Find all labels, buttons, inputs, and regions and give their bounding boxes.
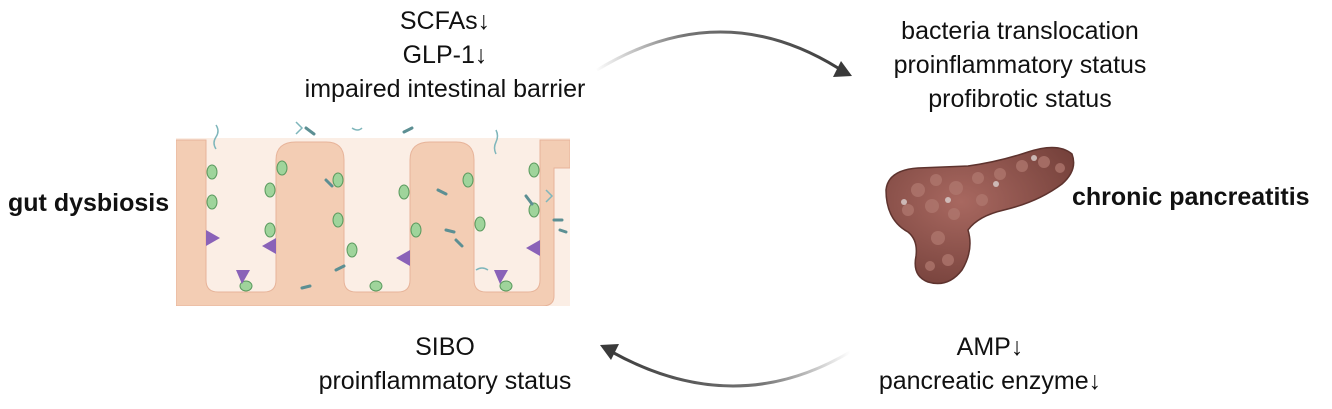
gut-dysbiosis-label: gut dysbiosis xyxy=(8,189,170,217)
arrowhead-top-icon xyxy=(833,61,852,77)
text-line: profibrotic status xyxy=(928,85,1112,113)
arrowhead-bottom-icon xyxy=(600,344,619,360)
text-line: SIBO xyxy=(415,333,475,361)
text-line: proinflammatory status xyxy=(893,51,1147,79)
text-line: GLP-1↓ xyxy=(402,41,488,69)
pancreas-consequence-text: AMP↓ pancreatic enzyme↓ xyxy=(840,330,1140,398)
text-line: proinflammatory status xyxy=(318,367,572,395)
arrow-gut-to-pancreas xyxy=(596,30,839,72)
chronic-pancreatitis-label: chronic pancreatitis xyxy=(1072,183,1310,211)
pancreas-illustration-icon xyxy=(885,146,1075,285)
gut-villi-illustration-icon xyxy=(176,121,570,306)
gut-effects-text: SCFAs↓ GLP-1↓ impaired intestinal barrie… xyxy=(250,4,640,106)
arrow-pancreas-to-gut xyxy=(611,350,851,388)
pancreas-effects-text: bacteria translocation proinflammatory s… xyxy=(840,14,1200,116)
text-line: impaired intestinal barrier xyxy=(304,75,586,103)
text-line: bacteria translocation xyxy=(901,17,1139,45)
text-line: AMP↓ xyxy=(956,333,1024,361)
gut-consequence-text: SIBO proinflammatory status xyxy=(280,330,610,398)
text-line: pancreatic enzyme↓ xyxy=(878,367,1102,395)
text-line: SCFAs↓ xyxy=(399,7,491,35)
